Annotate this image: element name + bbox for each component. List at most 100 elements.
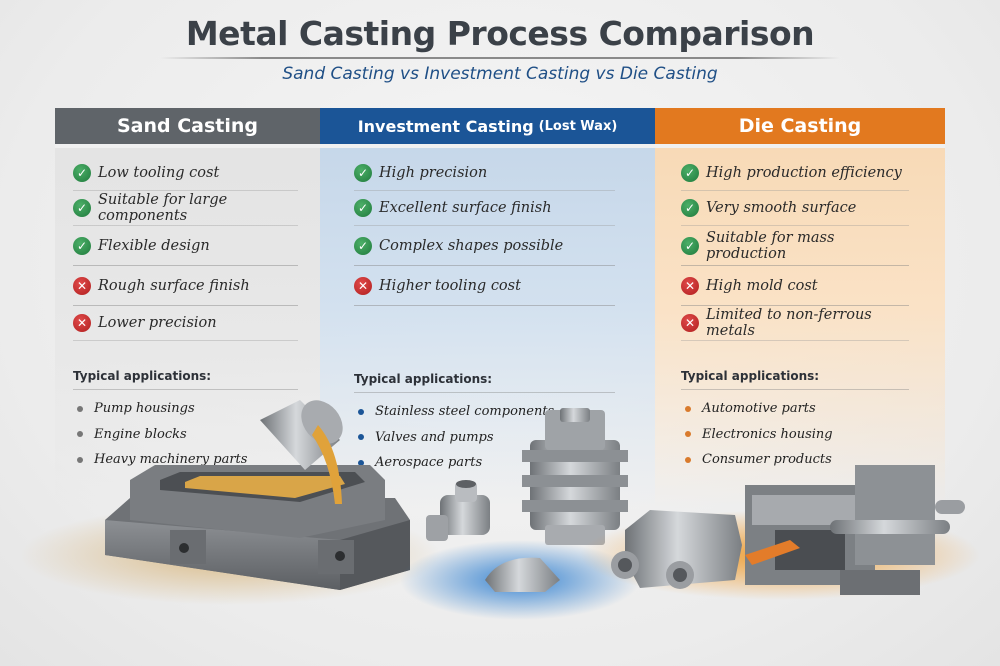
pro-item: ✓ Low tooling cost xyxy=(73,156,298,191)
application-item: Aerospace parts xyxy=(354,450,615,476)
application-text: Engine blocks xyxy=(94,426,187,442)
item-text: High precision xyxy=(379,165,488,181)
item-text: Higher tooling cost xyxy=(379,277,521,294)
investment-parts-illustration xyxy=(400,408,640,620)
column-header: Die Casting xyxy=(655,108,945,148)
page-title: Metal Casting Process Comparison xyxy=(185,14,815,53)
valve-part xyxy=(426,480,490,541)
application-text: Valves and pumps xyxy=(375,429,494,445)
pros-cons-list: ✓ High precision ✓ Excellent surface finis… xyxy=(320,148,655,476)
pros-cons-list: ✓ High production efficiency ✓ Very smooth… xyxy=(655,148,945,473)
con-item: ✕ Limited to non-ferrous metals xyxy=(681,306,909,341)
application-item: Pump housings xyxy=(73,396,298,422)
item-text: Lower precision xyxy=(98,315,217,331)
bullet-icon xyxy=(358,408,364,415)
item-text: Very smooth surface xyxy=(706,200,857,216)
sand-mold-illustration xyxy=(20,400,440,605)
column-title: Die Casting xyxy=(738,115,862,137)
page-subtitle: Sand Casting vs Investment Casting vs Di… xyxy=(282,64,718,84)
application-text: Heavy machinery parts xyxy=(94,452,248,468)
column-investment-casting: Investment Casting (Lost Wax) ✓ High prec… xyxy=(320,108,655,508)
application-text: Pump housings xyxy=(94,401,195,417)
item-text: Limited to non-ferrous metals xyxy=(706,307,872,339)
application-item: Automotive parts xyxy=(681,396,909,422)
application-text: Electronics housing xyxy=(702,426,833,442)
pro-item: ✓ Complex shapes possible xyxy=(354,226,615,266)
column-die-casting: Die Casting ✓ High production efficiency … xyxy=(655,108,945,508)
pro-item: ✓ High precision xyxy=(354,156,615,191)
application-item: Valves and pumps xyxy=(354,425,615,451)
bullet-icon xyxy=(77,431,83,438)
illustrations xyxy=(20,400,980,620)
item-text: High production efficiency xyxy=(706,165,902,181)
title-divider xyxy=(160,57,840,59)
item-text: Suitable for mass production xyxy=(706,229,835,262)
pros-cons-list: ✓ Low tooling cost ✓ Suitable for large co… xyxy=(55,148,320,473)
die-cast-housing-part xyxy=(611,510,742,589)
pro-item: ✓ High production efficiency xyxy=(681,156,909,191)
item-text: High mold cost xyxy=(706,277,818,294)
application-item: Engine blocks xyxy=(73,422,298,448)
pro-item: ✓ Very smooth surface xyxy=(681,191,909,226)
check-circle-icon: ✓ xyxy=(73,164,91,182)
check-circle-icon: ✓ xyxy=(73,199,91,217)
bullet-icon xyxy=(685,456,691,463)
item-text: Rough surface finish xyxy=(98,277,250,294)
x-circle-icon: ✕ xyxy=(354,276,372,295)
application-item: Electronics housing xyxy=(681,422,909,448)
applications-list: Stainless steel components Valves and pu… xyxy=(354,399,615,476)
column-title: Investment Casting xyxy=(357,116,534,136)
application-text: Automotive parts xyxy=(702,401,816,417)
x-circle-icon: ✕ xyxy=(73,276,91,295)
column-header: Sand Casting xyxy=(55,108,320,148)
applications-label: Typical applications: xyxy=(354,372,615,393)
pro-item: ✓ Suitable for mass production xyxy=(681,226,909,266)
check-circle-icon: ✓ xyxy=(681,164,699,182)
applications-label: Typical applications: xyxy=(681,369,909,390)
bullet-icon xyxy=(685,431,691,438)
check-circle-icon: ✓ xyxy=(73,236,91,255)
check-circle-icon: ✓ xyxy=(681,236,699,255)
item-text: Low tooling cost xyxy=(98,165,220,181)
bullet-icon xyxy=(358,434,364,441)
die-casting-machine xyxy=(745,465,965,595)
column-title-suffix: (Lost Wax) xyxy=(538,118,618,134)
application-text: Consumer products xyxy=(702,452,832,468)
application-item: Consumer products xyxy=(681,447,909,473)
die-casting-illustration xyxy=(580,465,980,600)
bullet-icon xyxy=(77,456,83,463)
x-circle-icon: ✕ xyxy=(73,314,91,332)
con-item: ✕ Lower precision xyxy=(73,306,298,341)
item-text: Complex shapes possible xyxy=(379,237,564,254)
pro-item: ✓ Suitable for large components xyxy=(73,191,298,226)
con-item: ✕ Higher tooling cost xyxy=(354,266,615,306)
pro-item: ✓ Excellent surface finish xyxy=(354,191,615,226)
applications-label: Typical applications: xyxy=(73,369,298,390)
con-item: ✕ High mold cost xyxy=(681,266,909,306)
item-text: Suitable for large components xyxy=(98,192,228,224)
check-circle-icon: ✓ xyxy=(681,199,699,217)
x-circle-icon: ✕ xyxy=(681,314,699,332)
item-text: Flexible design xyxy=(98,237,210,254)
applications-list: Pump housings Engine blocks Heavy machin… xyxy=(73,396,298,473)
pro-item: ✓ Flexible design xyxy=(73,226,298,266)
x-circle-icon: ✕ xyxy=(681,276,699,295)
item-text: Excellent surface finish xyxy=(379,200,552,216)
application-text: Aerospace parts xyxy=(375,455,483,471)
applications-list: Automotive parts Electronics housing Con… xyxy=(681,396,909,473)
cylindrical-cast-part xyxy=(522,408,628,545)
check-circle-icon: ✓ xyxy=(354,164,372,182)
check-circle-icon: ✓ xyxy=(354,236,372,255)
check-circle-icon: ✓ xyxy=(354,199,372,217)
bullet-icon xyxy=(685,405,691,412)
con-item: ✕ Rough surface finish xyxy=(73,266,298,306)
bracket-part xyxy=(485,557,560,592)
bullet-icon xyxy=(77,405,83,412)
column-title: Sand Casting xyxy=(116,115,259,137)
application-item: Stainless steel components xyxy=(354,399,615,425)
column-header: Investment Casting (Lost Wax) xyxy=(320,108,655,148)
application-item: Heavy machinery parts xyxy=(73,447,298,473)
column-sand-casting: Sand Casting ✓ Low tooling cost ✓ Suitable… xyxy=(55,108,320,508)
application-text: Stainless steel components xyxy=(375,404,555,420)
bullet-icon xyxy=(358,459,364,466)
